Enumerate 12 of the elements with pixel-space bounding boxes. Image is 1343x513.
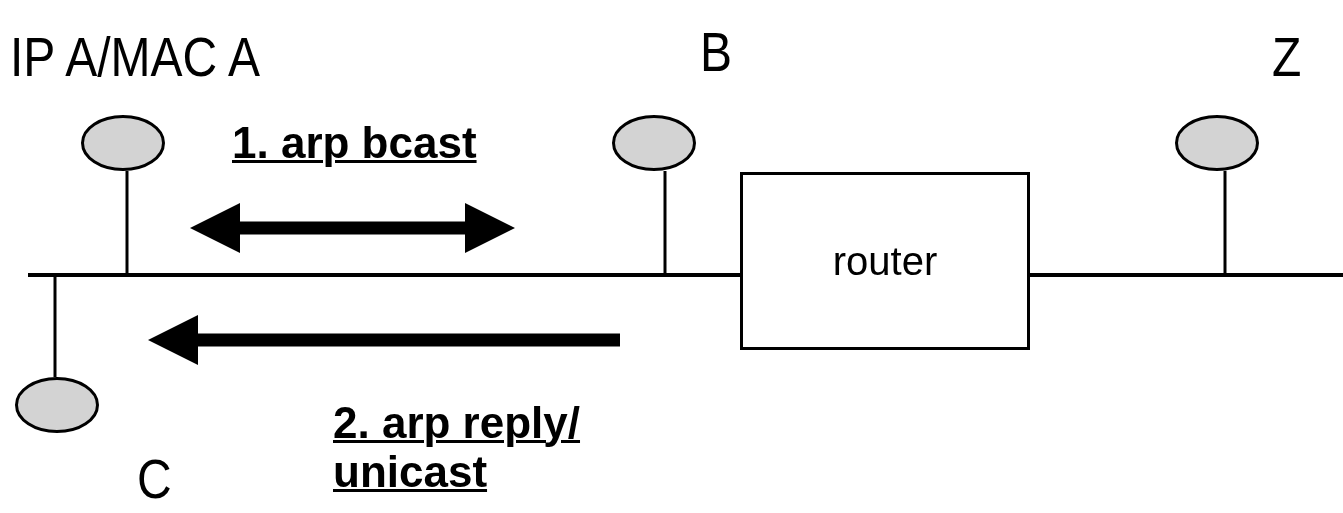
connector-line	[1223, 171, 1227, 273]
connector-line	[125, 171, 129, 273]
router-box	[740, 172, 1030, 350]
step-label: 1. arp bcast	[232, 118, 478, 168]
connector-line	[53, 277, 57, 377]
connector-line	[663, 171, 667, 273]
step-label: 2. arp reply/ unicast	[333, 398, 581, 497]
host-label: IP A/MAC A	[10, 30, 260, 86]
host-label: Z	[1272, 30, 1302, 86]
host-label: C	[137, 452, 172, 508]
host-label: B	[700, 25, 732, 81]
router-label: router	[832, 238, 938, 284]
